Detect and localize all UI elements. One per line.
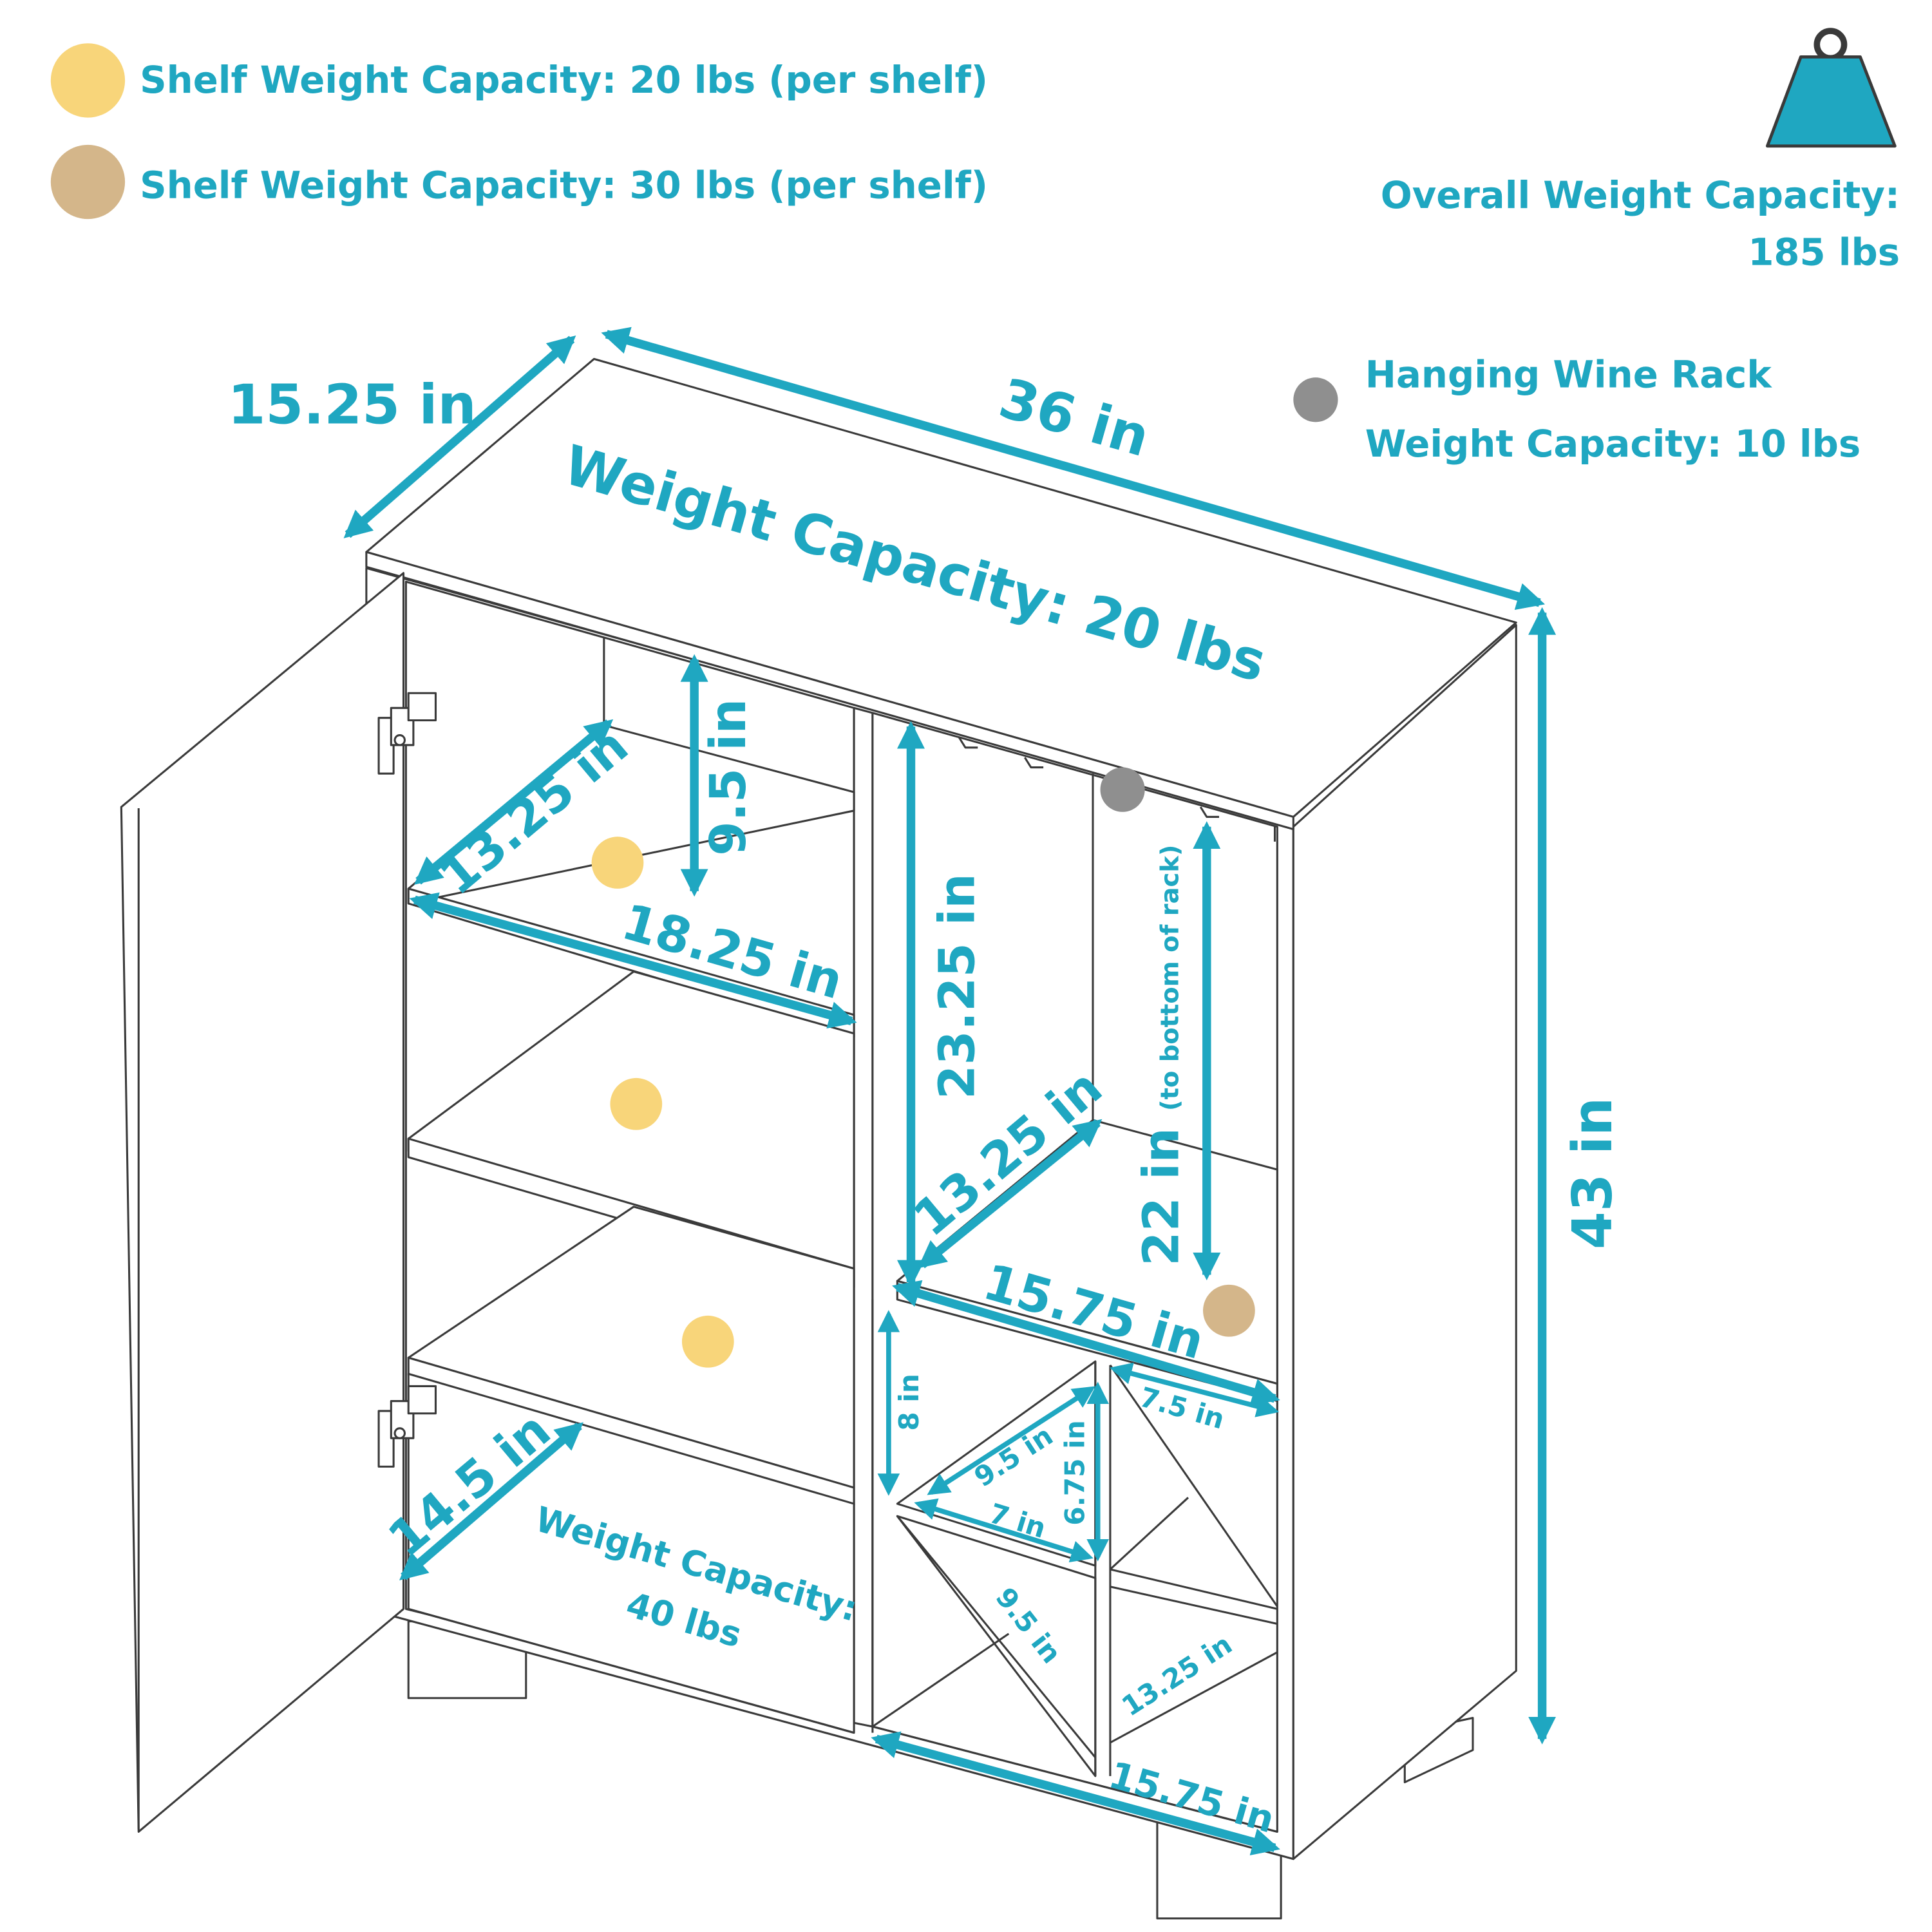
- arrow-right-depth: [918, 1119, 1103, 1269]
- shelf20-marker-lower: [681, 1315, 734, 1368]
- label-rack-note: (to bottom of rack): [1156, 845, 1185, 1111]
- label-upper-shelf-height: 9.5 in: [700, 699, 757, 856]
- hinge-upper: [377, 692, 437, 775]
- shelf20-marker-upper: [591, 837, 644, 889]
- cabinet-right-side: [1292, 623, 1517, 1861]
- arrow-width-top: [601, 327, 1546, 611]
- cabinet-top-edge: [365, 551, 1294, 831]
- legend-shelf30-swatch: [50, 144, 126, 220]
- legend-shelf20-swatch: [50, 43, 126, 118]
- rack-capacity-line2: Weight Capacity: 10 lbs: [1365, 422, 1861, 466]
- rack-marker: [1100, 767, 1145, 812]
- label-cube-height: 8 in: [893, 1374, 925, 1431]
- weight-icon: [1765, 28, 1897, 148]
- legend: Shelf Weight Capacity: 20 lbs (per shelf…: [50, 28, 1900, 466]
- legend-shelf20-text: Shelf Weight Capacity: 20 lbs (per shelf…: [140, 58, 988, 102]
- cabinet-drawing: [120, 357, 1517, 1920]
- rack-capacity-line1: Hanging Wine Rack: [1365, 353, 1773, 397]
- arrow-diamond-side: [927, 1386, 1095, 1495]
- overall-capacity-line2: 185 lbs: [1748, 230, 1900, 274]
- arrow-bottom-depth: [399, 1422, 583, 1581]
- arrow-depth-top: [343, 335, 576, 538]
- label-rack-height: 22 in: [1133, 1128, 1191, 1266]
- label-depth-top: 15.25 in: [228, 373, 477, 436]
- arrow-cube-width: [1109, 1362, 1280, 1417]
- legend-rack-swatch: [1293, 377, 1338, 422]
- label-right-height: 23.25 in: [929, 873, 986, 1099]
- arrow-upper-shelf-depth: [413, 719, 614, 885]
- shelf20-marker-middle: [610, 1077, 663, 1130]
- arrow-diamond-width: [914, 1498, 1094, 1562]
- center-divider: [853, 706, 874, 1728]
- legend-shelf30-text: Shelf Weight Capacity: 30 lbs (per shelf…: [140, 163, 988, 207]
- overall-capacity-line1: Overall Weight Capacity:: [1381, 173, 1900, 217]
- arrow-bottom-width: [871, 1731, 1280, 1855]
- shelf30-marker: [1203, 1284, 1255, 1337]
- arrow-left-width: [409, 892, 857, 1029]
- hinge-lower: [377, 1385, 437, 1468]
- label-diamond-height: 6.75 in: [1059, 1420, 1091, 1526]
- label-height: 43 in: [1561, 1097, 1624, 1249]
- cabinet-door: [120, 572, 405, 1833]
- dimension-arrows: [343, 327, 1557, 1855]
